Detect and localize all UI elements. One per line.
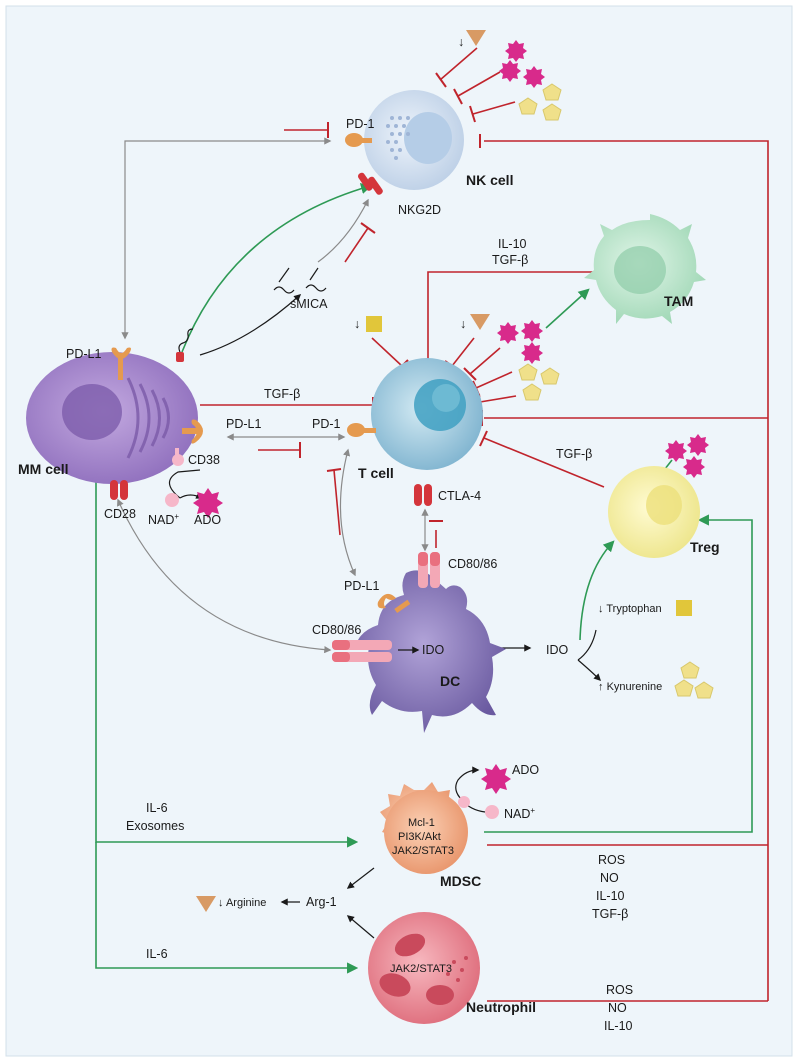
pd1-t-label: PD-1	[312, 417, 341, 431]
pdl1-receptor-icon	[111, 347, 131, 380]
exosomes-label: Exosomes	[126, 819, 184, 833]
neut-out-2: NO	[608, 1001, 627, 1015]
neut-out-1: ROS	[606, 983, 633, 997]
mm-cell-label: MM cell	[18, 461, 69, 477]
arginine-triangle-icon	[196, 896, 216, 912]
tryptophan-label: ↓ Tryptophan	[598, 603, 662, 615]
svg-text:↓: ↓	[460, 317, 466, 331]
mdsc-inner-2: PI3K/Akt	[398, 831, 441, 843]
mdsc-out-4: TGF-β	[592, 907, 628, 921]
pdl1-dc-icon	[377, 593, 411, 614]
il6-label-2: IL-6	[146, 947, 168, 961]
dc-cell	[356, 570, 506, 733]
ado-mdsc-label: ADO	[512, 763, 539, 777]
ido-dc-label: IDO	[422, 643, 445, 657]
tryptophan-square-icon	[366, 316, 382, 332]
mdsc-out-1: ROS	[598, 853, 625, 867]
mdsc-out-2: NO	[600, 871, 619, 885]
pd1-nk-icon	[345, 133, 372, 147]
cd8086-top-icon	[418, 552, 440, 588]
tam-cell	[584, 214, 706, 324]
ctla4-label: CTLA-4	[438, 489, 481, 503]
tryptophan-icon	[676, 600, 692, 616]
nk-cell-label: NK cell	[466, 172, 513, 188]
cd8086-left-icon	[332, 640, 392, 662]
mdsc-out-3: IL-10	[596, 889, 625, 903]
ido-out-label: IDO	[546, 643, 569, 657]
pd1-t-icon	[347, 423, 376, 437]
mm-cell	[26, 352, 198, 484]
triangle-icon	[466, 30, 486, 46]
nad-mdsc-label: NAD+	[504, 806, 535, 821]
neut-inner: JAK2/STAT3	[390, 963, 452, 975]
t-cell-label: T cell	[358, 465, 394, 481]
nad-label: NAD+	[148, 512, 179, 527]
pdl1-side-icon	[182, 419, 203, 444]
nad-icon	[165, 493, 179, 507]
neutrophil-label: Neutrophil	[466, 999, 536, 1015]
tgfb-treg-label: TGF-β	[556, 447, 592, 461]
mdsc-cell	[380, 782, 468, 874]
cd28-icon	[110, 480, 128, 500]
smica-label: sMICA	[290, 297, 328, 311]
tgfb-mm-t-label: TGF-β	[264, 387, 300, 401]
cd28-label: CD28	[104, 507, 136, 521]
ctla4-icon	[414, 484, 432, 506]
pdl1-mm-label: PD-L1	[66, 347, 101, 361]
arg1-label: Arg-1	[306, 895, 337, 909]
arginine-label: ↓ Arginine	[218, 897, 266, 909]
tgfb-tam-label: TGF-β	[492, 253, 528, 267]
mdsc-label: MDSC	[440, 873, 481, 889]
cd38-label: CD38	[188, 453, 220, 467]
nk-cell	[364, 90, 464, 190]
pd1-nk-label: PD-1	[346, 117, 375, 131]
kynurenine-label: ↑ Kynurenine	[598, 681, 662, 693]
il6-label-1: IL-6	[146, 801, 168, 815]
neutrophil-cell	[368, 912, 480, 1024]
cd8086-top-label: CD80/86	[448, 557, 497, 571]
treg-label: Treg	[690, 539, 720, 555]
inhibition-bus-nk	[484, 140, 769, 1001]
mdsc-inner-1: Mcl-1	[408, 817, 435, 829]
ado-label: ADO	[194, 513, 221, 527]
dc-cell-label: DC	[440, 673, 460, 689]
smica-icon	[178, 267, 327, 353]
cd8086-left-label: CD80/86	[312, 623, 361, 637]
pd1-pdl1-nk-link	[121, 137, 332, 340]
pdl1-side-label: PD-L1	[226, 417, 261, 431]
mm-to-nk-arrow	[181, 183, 373, 353]
mdsc-to-treg-arrow	[484, 514, 753, 833]
t-cell	[371, 358, 483, 470]
mdsc-inner-3: JAK2/STAT3	[392, 845, 454, 857]
treg-cell	[608, 466, 700, 558]
tam-label: TAM	[664, 293, 693, 309]
il10-tam-label: IL-10	[498, 237, 527, 251]
svg-text:↓: ↓	[458, 35, 464, 49]
svg-text:↓: ↓	[354, 317, 360, 331]
ado-icon	[193, 488, 223, 518]
pdl1-dc-label: PD-L1	[344, 579, 379, 593]
neut-out-3: IL-10	[604, 1019, 633, 1033]
nkg2d-icon	[357, 172, 383, 195]
nkg2d-label: NKG2D	[398, 203, 441, 217]
